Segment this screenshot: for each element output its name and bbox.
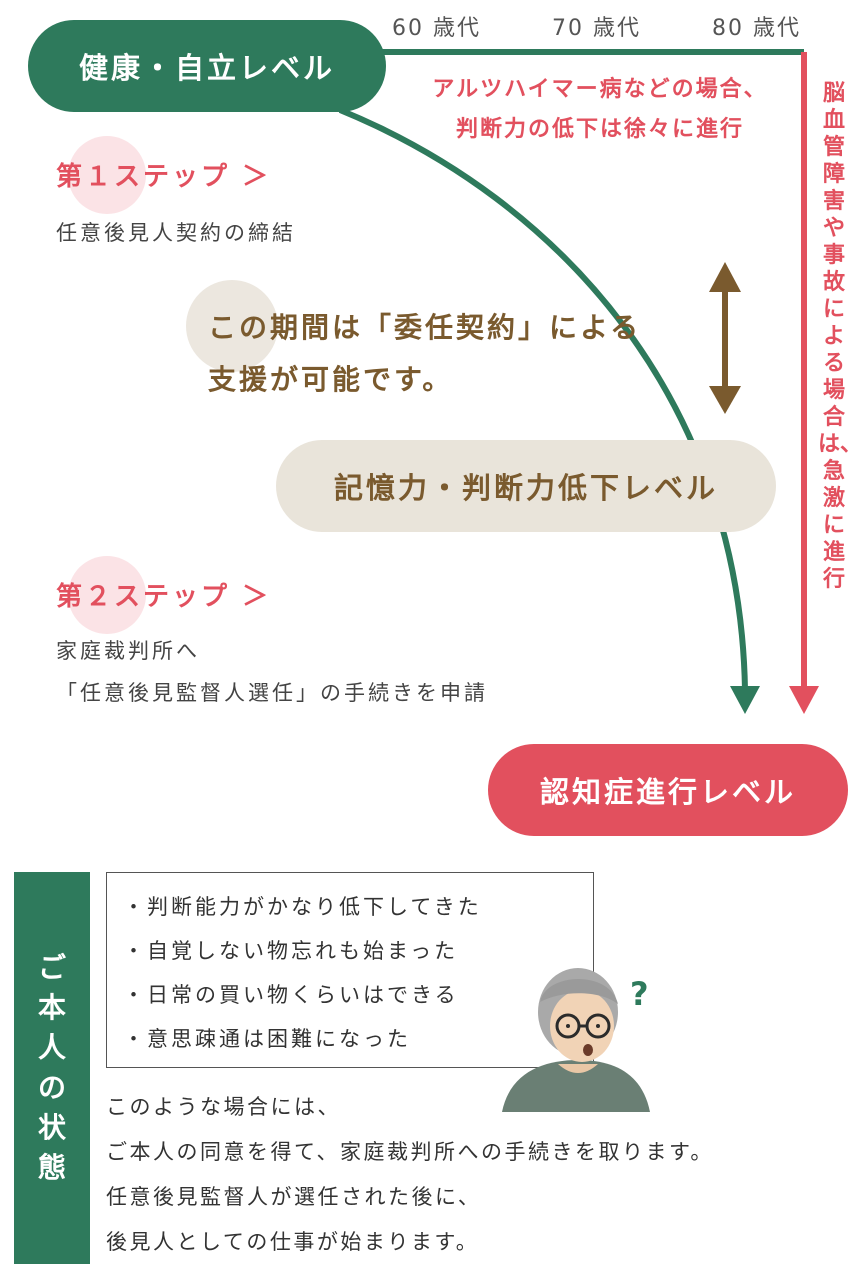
step1-title: 第１ステップ ＞ <box>56 162 272 192</box>
status-item: ・意思疎通は困難になった <box>123 1027 411 1051</box>
description-line-3: 任意後見監督人が選任された後に、 <box>106 1185 482 1209</box>
age-60s: 60 歳代 <box>392 16 481 41</box>
status-label: ご本人の状態 <box>14 872 90 1264</box>
red-down-arrow-icon <box>789 686 819 714</box>
alzheimer-note-line-2: 判断力の低下は徐々に進行 <box>455 117 744 142</box>
age-80s: 80 歳代 <box>712 16 801 41</box>
status-item: ・日常の買い物くらいはできる <box>123 983 459 1007</box>
step2-title: 第２ステップ ＞ <box>56 582 272 612</box>
health-level-pill: 健康・自立レベル <box>28 20 386 112</box>
gradual-decline-curve <box>338 107 748 691</box>
memory-decline-pill: 記憶力・判断力低下レベル <box>276 440 776 532</box>
status-box: ・判断能力がかなり低下してきた ・自覚しない物忘れも始まった ・日常の買い物くら… <box>106 872 594 1068</box>
step1-decor-circle <box>68 136 146 214</box>
vascular-note: 脳血管障害や事故による場合は、急激に進行 <box>818 81 860 592</box>
elderly-person-icon <box>502 968 650 1112</box>
age-70s: 70 歳代 <box>552 16 641 41</box>
question-mark: ? <box>630 975 649 1013</box>
step1-text: 任意後見人契約の締結 <box>56 221 296 245</box>
step2-text-line-1: 家庭裁判所へ <box>56 639 200 663</box>
alzheimer-note-line-1: アルツハイマー病などの場合、 <box>432 77 768 102</box>
status-label-text: ご本人の状態 <box>37 951 66 1184</box>
period-note-line-1: この期間は「委任契約」による <box>208 311 642 344</box>
alzheimer-note: アルツハイマー病などの場合、 判断力の低下は徐々に進行 <box>400 70 800 150</box>
period-note: この期間は「委任契約」による 支援が可能です。 <box>208 302 641 406</box>
step2-text-line-2: 「任意後見監督人選任」の手続きを申請 <box>56 681 488 705</box>
step2-text: 家庭裁判所へ 「任意後見監督人選任」の手続きを申請 <box>56 630 488 714</box>
green-down-arrow-icon <box>730 686 760 714</box>
description-line-1: このような場合には、 <box>106 1095 341 1119</box>
dementia-level-pill: 認知症進行レベル <box>488 744 848 836</box>
status-item: ・自覚しない物忘れも始まった <box>123 939 459 963</box>
description: このような場合には、 ご本人の同意を得て、家庭裁判所への手続きを取ります。 任意… <box>106 1085 714 1265</box>
period-decor-circle <box>186 280 278 372</box>
description-line-4: 後見人としての仕事が始まります。 <box>106 1230 480 1254</box>
status-item: ・判断能力がかなり低下してきた <box>123 895 482 919</box>
period-note-line-2: 支援が可能です。 <box>208 363 454 396</box>
step2-decor-circle <box>68 556 146 634</box>
description-line-2: ご本人の同意を得て、家庭裁判所への手続きを取ります。 <box>106 1140 714 1164</box>
double-arrow-icon <box>709 262 741 414</box>
